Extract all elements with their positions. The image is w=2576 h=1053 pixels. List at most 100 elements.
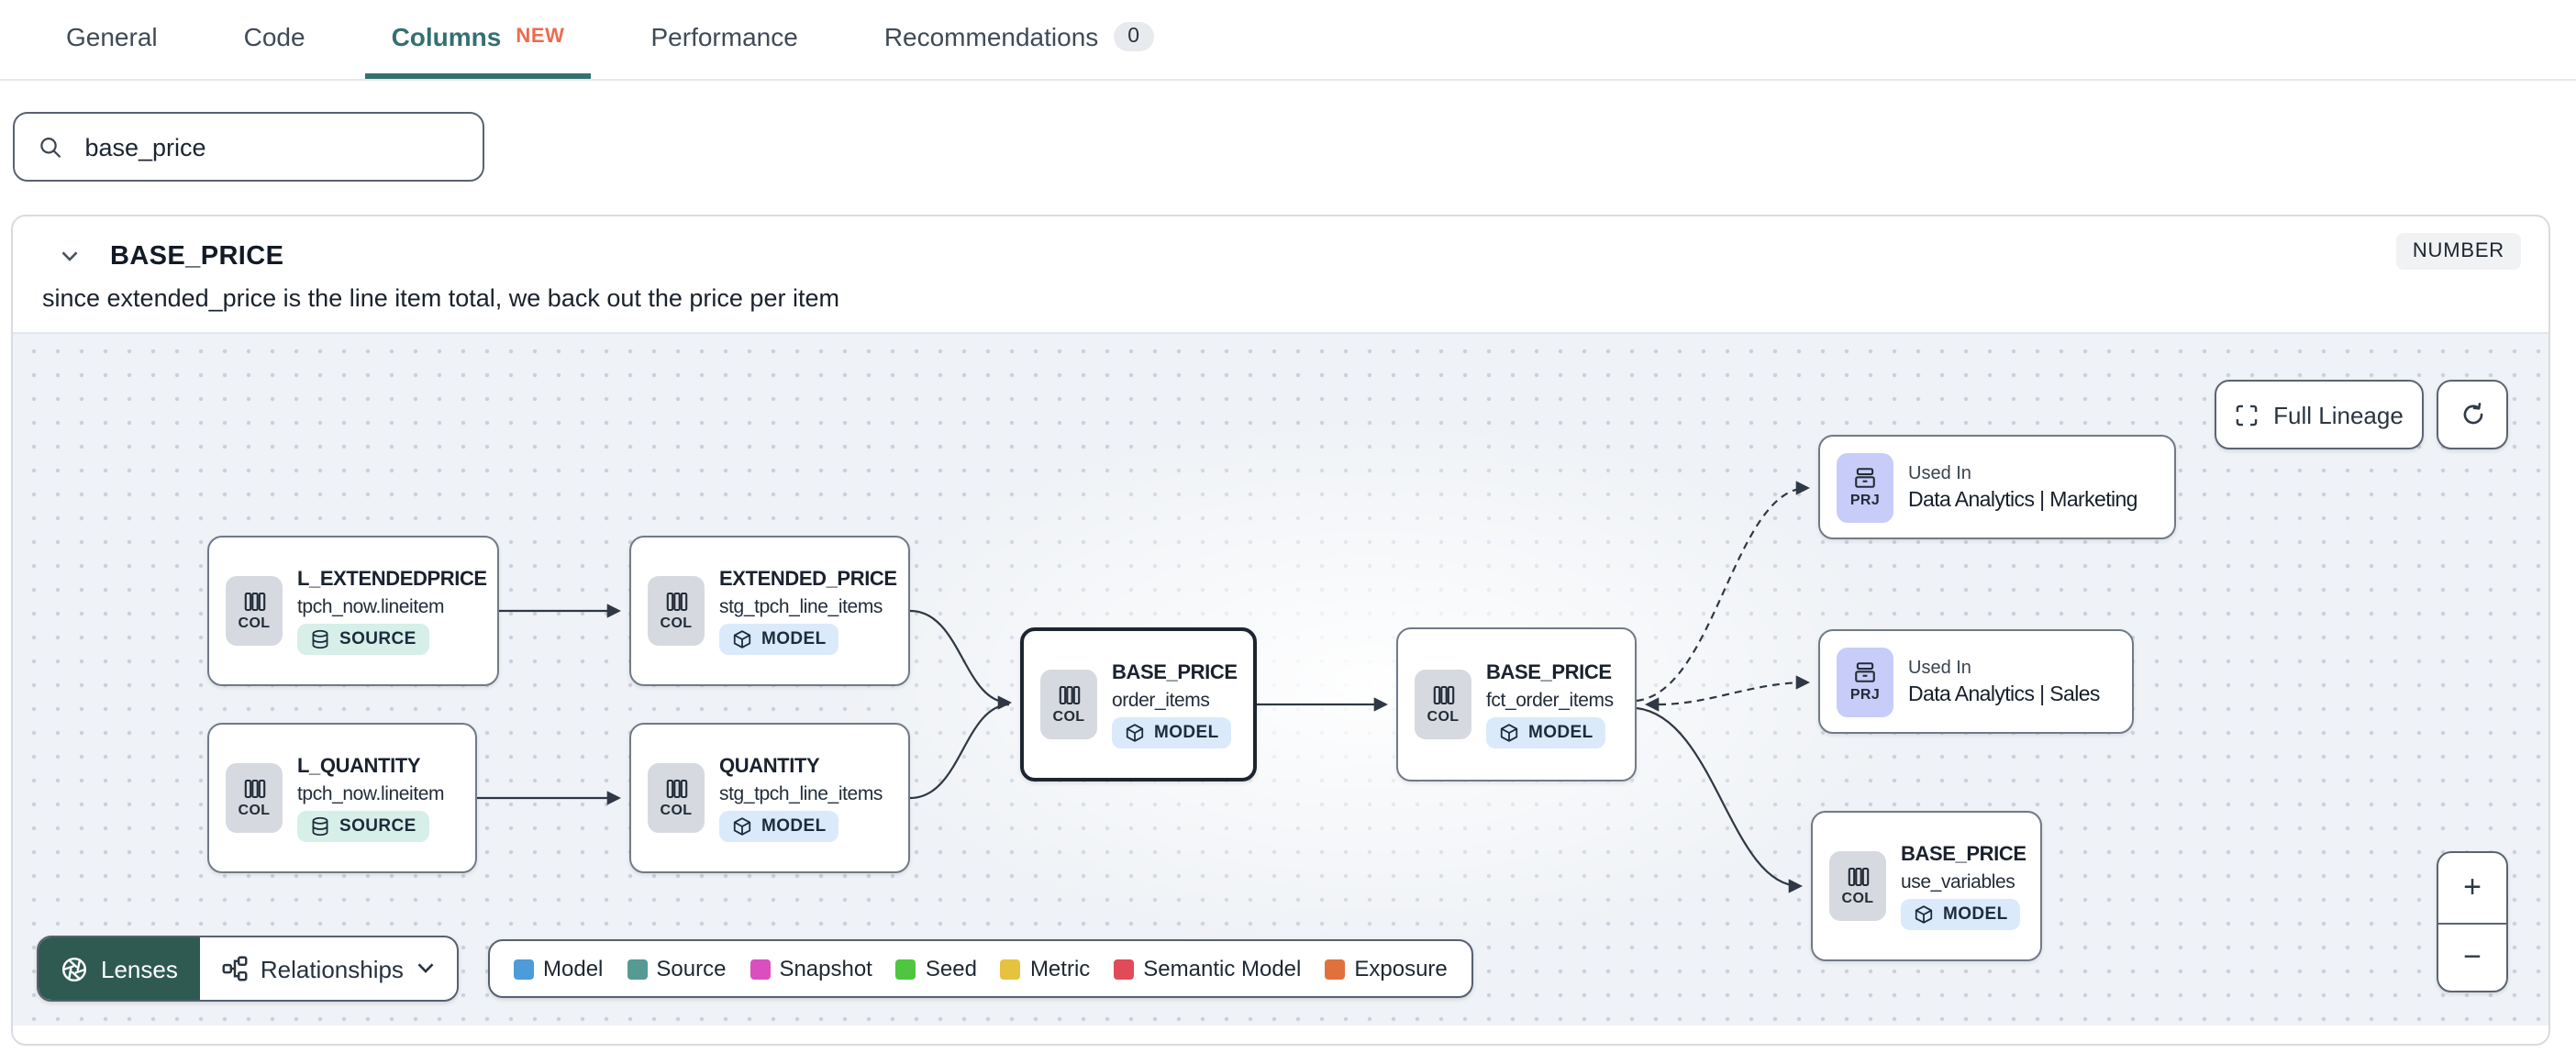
project-icon	[1855, 662, 1875, 682]
tab-general[interactable]: General	[40, 0, 183, 79]
lineage-node-base-price-order-items-selected[interactable]: COL BASE_PRICE order_items MODEL	[1020, 627, 1257, 781]
tab-recommendations[interactable]: Recommendations 0	[859, 0, 1180, 79]
relationships-label: Relationships	[260, 955, 404, 982]
columns-icon	[243, 779, 265, 799]
column-detail-panel: BASE_PRICE NUMBER since extended_price i…	[11, 215, 2550, 1046]
database-icon	[312, 815, 328, 836]
cube-icon	[733, 816, 751, 835]
lineage-edges	[477, 481, 1811, 893]
columns-icon	[1432, 685, 1454, 705]
tab-bar: General Code Columns NEW Performance Rec…	[0, 0, 2576, 81]
node-subtitle: use_variables	[1901, 870, 2015, 892]
node-subtitle: order_items	[1112, 689, 1210, 711]
lineage-node-used-in-marketing[interactable]: PRJ Used In Data Analytics | Marketing	[1818, 435, 2176, 539]
node-kind-label: COL	[238, 615, 271, 631]
legend-swatch	[514, 959, 534, 979]
node-subtitle: tpch_now.lineitem	[297, 595, 445, 617]
columns-icon	[665, 592, 687, 612]
lineage-node-base-price-fct-order-items[interactable]: COL BASE_PRICE fct_order_items MODEL	[1396, 627, 1637, 781]
legend-label: Semantic Model	[1143, 956, 1302, 981]
source-chip: SOURCE	[297, 810, 429, 841]
column-node-icon: COL	[226, 576, 283, 646]
cube-icon	[1126, 723, 1144, 741]
node-title: BASE_PRICE	[1112, 661, 1238, 683]
legend-label: Snapshot	[779, 956, 872, 981]
project-node-icon: PRJ	[1837, 647, 1893, 716]
tab-columns[interactable]: Columns NEW	[365, 0, 591, 79]
column-node-icon: COL	[648, 576, 705, 646]
legend-item: Snapshot	[749, 956, 872, 981]
legend-item: Semantic Model	[1114, 956, 1301, 981]
node-title: Data Analytics | Marketing	[1908, 489, 2138, 511]
legend-item: Metric	[1000, 956, 1091, 981]
column-node-icon: COL	[1829, 851, 1886, 921]
node-title: QUANTITY	[719, 755, 820, 777]
chevron-down-icon	[417, 963, 434, 973]
lineage-node-quantity[interactable]: COL QUANTITY stg_tpch_line_items MODEL	[629, 723, 910, 873]
expand-icon	[2236, 404, 2258, 426]
lenses-button[interactable]: Lenses	[39, 937, 200, 1000]
column-node-icon: COL	[226, 763, 283, 833]
legend-item: Model	[514, 956, 603, 981]
chip-label: MODEL	[1528, 722, 1593, 742]
full-lineage-label: Full Lineage	[2273, 401, 2404, 428]
model-chip: MODEL	[719, 810, 839, 841]
tab-general-label: General	[66, 22, 158, 51]
legend-swatch	[1000, 959, 1021, 979]
legend-label: Metric	[1029, 956, 1091, 981]
lenses-relationships-group: Lenses Relationships	[37, 936, 459, 1002]
edge-extendedprice-baseprice	[909, 609, 1013, 710]
lineage-graph[interactable]: COL L_EXTENDEDPRICE tpch_now.lineitem SO…	[13, 334, 2548, 1025]
tab-code-label: Code	[243, 22, 305, 51]
node-title: BASE_PRICE	[1486, 661, 1612, 683]
legend-item: Seed	[895, 956, 977, 981]
node-kind-label: COL	[660, 615, 693, 631]
lineage-node-l-extendedprice[interactable]: COL L_EXTENDEDPRICE tpch_now.lineitem SO…	[207, 536, 499, 686]
zoom-out-button[interactable]: −	[2438, 922, 2506, 991]
chip-label: SOURCE	[339, 628, 416, 648]
legend-label: Exposure	[1354, 956, 1448, 981]
columns-icon	[1058, 685, 1080, 705]
columns-icon	[665, 779, 687, 799]
chip-label: SOURCE	[339, 815, 416, 836]
node-subtitle: stg_tpch_line_items	[719, 782, 883, 804]
refresh-button[interactable]	[2437, 380, 2508, 449]
source-chip: SOURCE	[297, 623, 429, 654]
tab-performance[interactable]: Performance	[626, 0, 824, 79]
cube-icon	[1915, 904, 1933, 923]
refresh-icon	[2462, 403, 2482, 425]
lineage-node-used-in-sales[interactable]: PRJ Used In Data Analytics | Sales	[1818, 629, 2134, 734]
search-input[interactable]	[81, 131, 459, 162]
column-node-icon: COL	[1040, 670, 1097, 739]
column-description: since extended_price is the line item to…	[42, 284, 839, 312]
project-node-icon: PRJ	[1837, 452, 1893, 522]
legend-label: Model	[543, 956, 604, 981]
legend-label: Source	[656, 956, 727, 981]
model-chip: MODEL	[1901, 898, 2021, 929]
column-type-badge: NUMBER	[2395, 233, 2521, 270]
database-icon	[312, 628, 328, 648]
column-search[interactable]	[13, 112, 484, 182]
legend-item: Exposure	[1325, 956, 1448, 981]
tab-code[interactable]: Code	[218, 0, 331, 79]
lineage-node-l-quantity[interactable]: COL L_QUANTITY tpch_now.lineitem SOURCE	[207, 723, 477, 873]
legend: Model Source Snapshot Seed Metric Semantic Mo…	[488, 939, 1473, 998]
chevron-down-icon[interactable]	[61, 249, 79, 264]
legend-swatch	[1114, 959, 1135, 979]
edge-quantity-baseprice	[909, 703, 1010, 800]
lineage-node-base-price-use-variables[interactable]: COL BASE_PRICE use_variables MODEL	[1811, 811, 2042, 961]
column-name: BASE_PRICE	[110, 242, 284, 272]
node-title: L_EXTENDEDPRICE	[297, 568, 487, 590]
legend-swatch	[895, 959, 916, 979]
model-chip: MODEL	[1486, 716, 1606, 748]
columns-icon	[243, 592, 265, 612]
node-title: EXTENDED_PRICE	[719, 568, 897, 590]
full-lineage-button[interactable]: Full Lineage	[2215, 380, 2424, 449]
tab-columns-label: Columns	[391, 22, 502, 51]
lineage-node-extended-price[interactable]: COL EXTENDED_PRICE stg_tpch_line_items M…	[629, 536, 910, 686]
node-title: L_QUANTITY	[297, 755, 421, 777]
zoom-controls: + −	[2437, 851, 2508, 992]
zoom-in-button[interactable]: +	[2438, 853, 2506, 922]
relationships-dropdown[interactable]: Relationships	[200, 937, 457, 1000]
relationships-icon	[222, 956, 248, 981]
